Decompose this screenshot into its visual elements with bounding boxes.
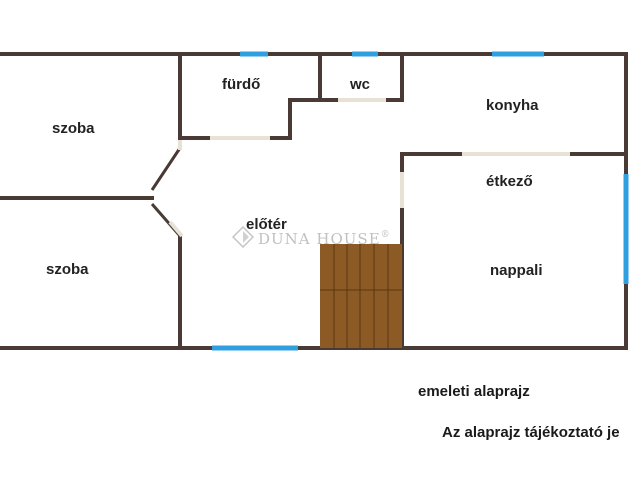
staircase [320,244,402,348]
wall-angle-upper [150,147,182,191]
watermark: DUNA HOUSE® [258,230,391,248]
room-label-szoba-bottom: szoba [46,261,89,278]
room-label-etkezo: étkező [486,173,533,190]
windows [212,51,629,351]
room-label-konyha: konyha [486,97,539,114]
room-label-wc: wc [350,76,371,93]
door-leaves [168,98,570,238]
door-szoba-bottom [168,220,184,238]
stair-body [320,244,402,348]
room-label-nappali: nappali [490,262,543,279]
watermark-text: DUNA HOUSE [258,230,381,248]
room-label-szoba-top: szoba [52,120,95,137]
room-label-eloter: előtér [246,216,287,233]
hall-angled-walls [150,147,182,237]
disclaimer-text: Az alaprajz tájékoztató je [442,424,620,441]
plan-title: emeleti alaprajz [418,383,530,400]
duna-house-logo-icon [232,226,254,248]
watermark-registered: ® [380,230,391,240]
room-label-furdo: fürdő [222,76,261,93]
